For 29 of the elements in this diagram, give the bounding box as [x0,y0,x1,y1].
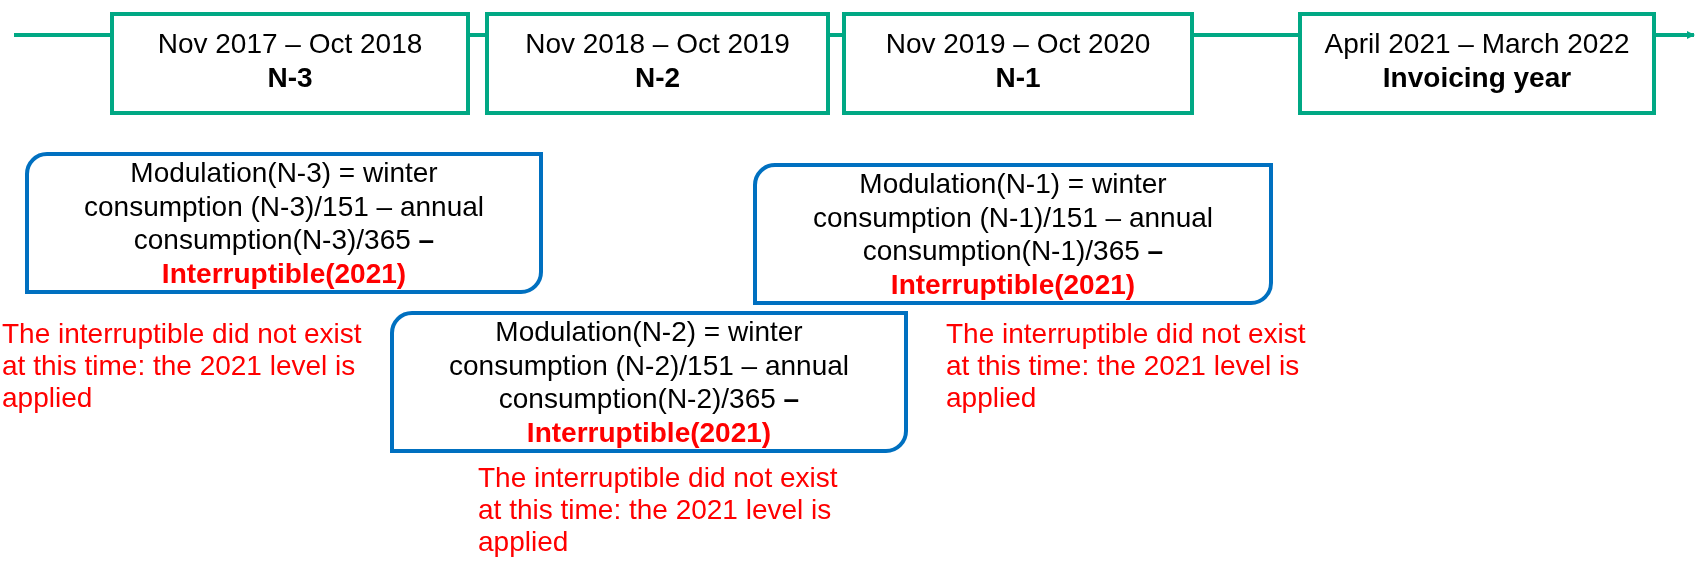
date-range: Nov 2018 – Oct 2019 [525,26,790,61]
formula-term: Interruptible(2021) [160,256,408,291]
connector-line [1194,33,1298,37]
period-label: N-3 [267,60,313,95]
formula-text: Modulation(N-3) = winter consumption (N-3)/151 – annual consumption(N-3)/365 – [83,156,485,257]
note-text: The interruptible did not exist at this time: the 2021 level is applied [946,318,1307,415]
period-label: Invoicing year [1382,60,1572,95]
period-box [110,12,470,115]
connector-line [14,33,110,37]
formula-box [390,311,908,453]
note-text: The interruptible did not exist at this time: the 2021 level is applied [2,318,363,415]
date-range: Nov 2019 – Oct 2020 [885,26,1151,61]
formula-term: Interruptible(2021) [525,415,773,450]
period-label: N-2 [634,60,681,95]
connector-line [830,33,842,37]
period-box [485,12,830,115]
formula-text: Modulation(N-1) = winter consumption (N-1)/151 – annual consumption(N-1)/365 – [812,167,1214,268]
period-box [1298,12,1656,115]
formula-term: Interruptible(2021) [889,267,1137,302]
date-range: April 2021 – March 2022 [1324,26,1630,61]
arrow [1656,31,1695,39]
note-text: The interruptible did not exist at this time: the 2021 level is applied [478,462,839,559]
formula-box [25,152,543,294]
connector-line [470,33,485,37]
period-box [842,12,1194,115]
date-range: Nov 2017 – Oct 2018 [157,26,423,61]
formula-box [753,163,1273,305]
formula-text: Modulation(N-2) = winter consumption (N-2)/151 – annual consumption(N-2)/365 – [448,315,850,416]
period-label: N-1 [995,60,1041,95]
